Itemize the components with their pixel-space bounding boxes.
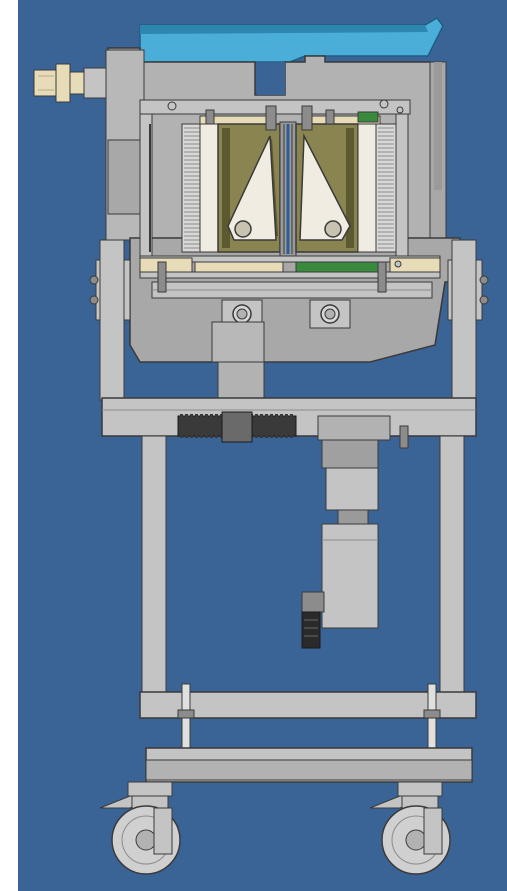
plate-cassette-icon	[139, 99, 441, 293]
caster-mount	[397, 781, 443, 797]
gear-tooth	[290, 414, 293, 438]
caster-side-plate	[423, 807, 443, 855]
gear-tooth	[265, 414, 268, 438]
gear-icon	[177, 411, 297, 443]
gear-tooth	[215, 414, 218, 438]
gear-tooth	[285, 414, 288, 438]
caster-wheel-icon	[369, 781, 451, 875]
gear-tooth	[200, 414, 203, 438]
bolt-icon	[177, 683, 441, 749]
gear-tooth	[255, 414, 258, 438]
ribs-right	[378, 127, 394, 249]
gear-tooth	[180, 414, 183, 438]
inlet-nozzle-icon	[33, 63, 109, 103]
gear-tooth	[260, 414, 263, 438]
hinged-cover-icon	[139, 17, 444, 63]
caster-side-plate	[153, 807, 173, 855]
caster-hub	[135, 829, 157, 851]
gear-tooth	[210, 414, 213, 438]
motor-icon	[301, 415, 391, 649]
ribs-left	[184, 127, 200, 249]
caster-wheel-icon	[99, 781, 181, 875]
stand-frame	[99, 239, 477, 719]
gear-tooth	[270, 414, 273, 438]
gear-tooth	[280, 414, 283, 438]
gear-tooth	[185, 414, 188, 438]
caster-hub	[405, 829, 427, 851]
base-beam	[145, 747, 473, 783]
gear-tooth	[190, 414, 193, 438]
gear-tooth	[205, 414, 208, 438]
gear-tooth	[195, 414, 198, 438]
gear-tooth	[275, 414, 278, 438]
caster-mount	[127, 781, 173, 797]
